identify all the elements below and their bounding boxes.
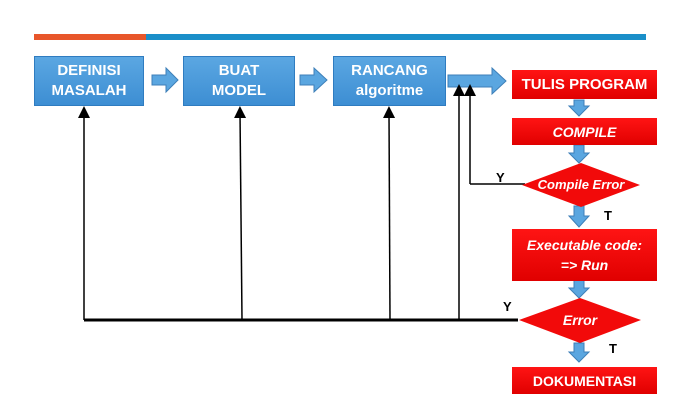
down-arrow-2 <box>567 144 591 164</box>
dokumentasi-box: DOKUMENTASI <box>512 367 657 394</box>
down-arrow-5 <box>567 342 591 363</box>
definisi-line1: DEFINISI <box>57 62 121 79</box>
down-arrow-4 <box>567 279 591 299</box>
buat-line1: BUAT <box>218 62 260 79</box>
tulis-program-box: TULIS PROGRAM <box>512 70 657 99</box>
compile-box: COMPILE <box>512 118 657 145</box>
down-arrow-3 <box>567 205 591 228</box>
header-accent-bar <box>34 34 146 40</box>
block-arrow-1 <box>151 66 179 94</box>
compile-error-diamond <box>522 163 640 207</box>
compile-error-label: Compile Error <box>537 177 625 192</box>
error-diamond <box>519 298 641 343</box>
error-no-label: T <box>609 341 617 356</box>
definisi-masalah-box: DEFINISI MASALAH <box>34 56 144 106</box>
compile-error-no-label: T <box>604 208 612 223</box>
block-arrow-3 <box>447 66 507 96</box>
down-arrow-1 <box>567 99 591 117</box>
buat-model-box: BUAT MODEL <box>183 56 295 106</box>
definisi-line2: MASALAH <box>51 82 127 99</box>
error-label: Error <box>562 312 598 328</box>
error-feedback-loop <box>78 84 518 322</box>
executable-box: Executable code: => Run <box>512 229 657 281</box>
compile-error-yes-label: Y <box>496 170 505 185</box>
header-bar <box>146 34 646 40</box>
buat-line2: MODEL <box>211 82 267 99</box>
error-yes-label: Y <box>503 299 512 314</box>
rancang-line2: algoritme <box>355 82 424 99</box>
compile-error-loop <box>464 84 525 185</box>
rancang-line1: RANCANG <box>351 62 428 79</box>
rancang-algoritme-box: RANCANG algoritme <box>333 56 446 106</box>
executable-line2: => Run <box>560 257 609 273</box>
executable-line1: Executable code: <box>526 237 643 253</box>
block-arrow-2 <box>299 66 328 94</box>
